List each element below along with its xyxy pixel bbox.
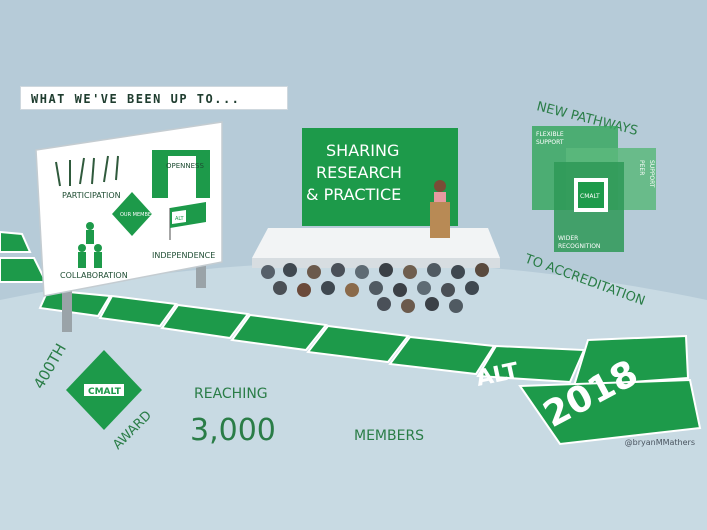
participation-hands-icon [55, 155, 119, 187]
flag-label: ALT [175, 216, 185, 222]
members-count-text: 3,000 [190, 413, 276, 448]
recognition-text: RECOGNITION [558, 243, 600, 250]
award-badge-text: CMALT [88, 387, 122, 397]
stage-line1: SHARING [326, 141, 399, 160]
participation-label: PARTICIPATION [62, 191, 121, 200]
wider-text: WIDER [558, 235, 578, 242]
collaboration-figures-icon [78, 222, 102, 268]
members-reach: REACHING 3,000 MEMBERS [190, 386, 424, 448]
collaboration-label: COLLABORATION [60, 271, 128, 280]
flexible-support-text: SUPPORT [536, 139, 564, 146]
stage-line3: & PRACTICE [306, 185, 401, 204]
stage-line2: RESEARCH [316, 163, 402, 182]
banner-title: WHAT WE'VE BEEN UP TO... [20, 86, 288, 110]
pathways-cmalt-text: CMALT [580, 193, 600, 200]
independence-label: INDEPENDENCE [152, 251, 215, 260]
road [0, 230, 702, 446]
speaker-icon [434, 180, 446, 192]
openness-label: OPENNESS [166, 162, 204, 170]
artist-credit: @bryanMMathers [624, 438, 695, 447]
peer-text: PEER [638, 160, 645, 175]
our-members-label: OUR MEMBERS [120, 212, 158, 218]
flexible-text: FLEXIBLE [536, 131, 564, 138]
reaching-text: REACHING [194, 386, 268, 402]
members-diamond-icon [112, 192, 152, 236]
peer-support-text: SUPPORT [648, 160, 655, 188]
billboard: PARTICIPATION OPENNESS OUR MEMBERS COLLA… [35, 121, 223, 332]
stage: SHARING RESEARCH & PRACTICE [252, 128, 500, 313]
audience [261, 263, 489, 313]
podium-icon [430, 202, 450, 238]
members-label-text: MEMBERS [354, 428, 424, 444]
